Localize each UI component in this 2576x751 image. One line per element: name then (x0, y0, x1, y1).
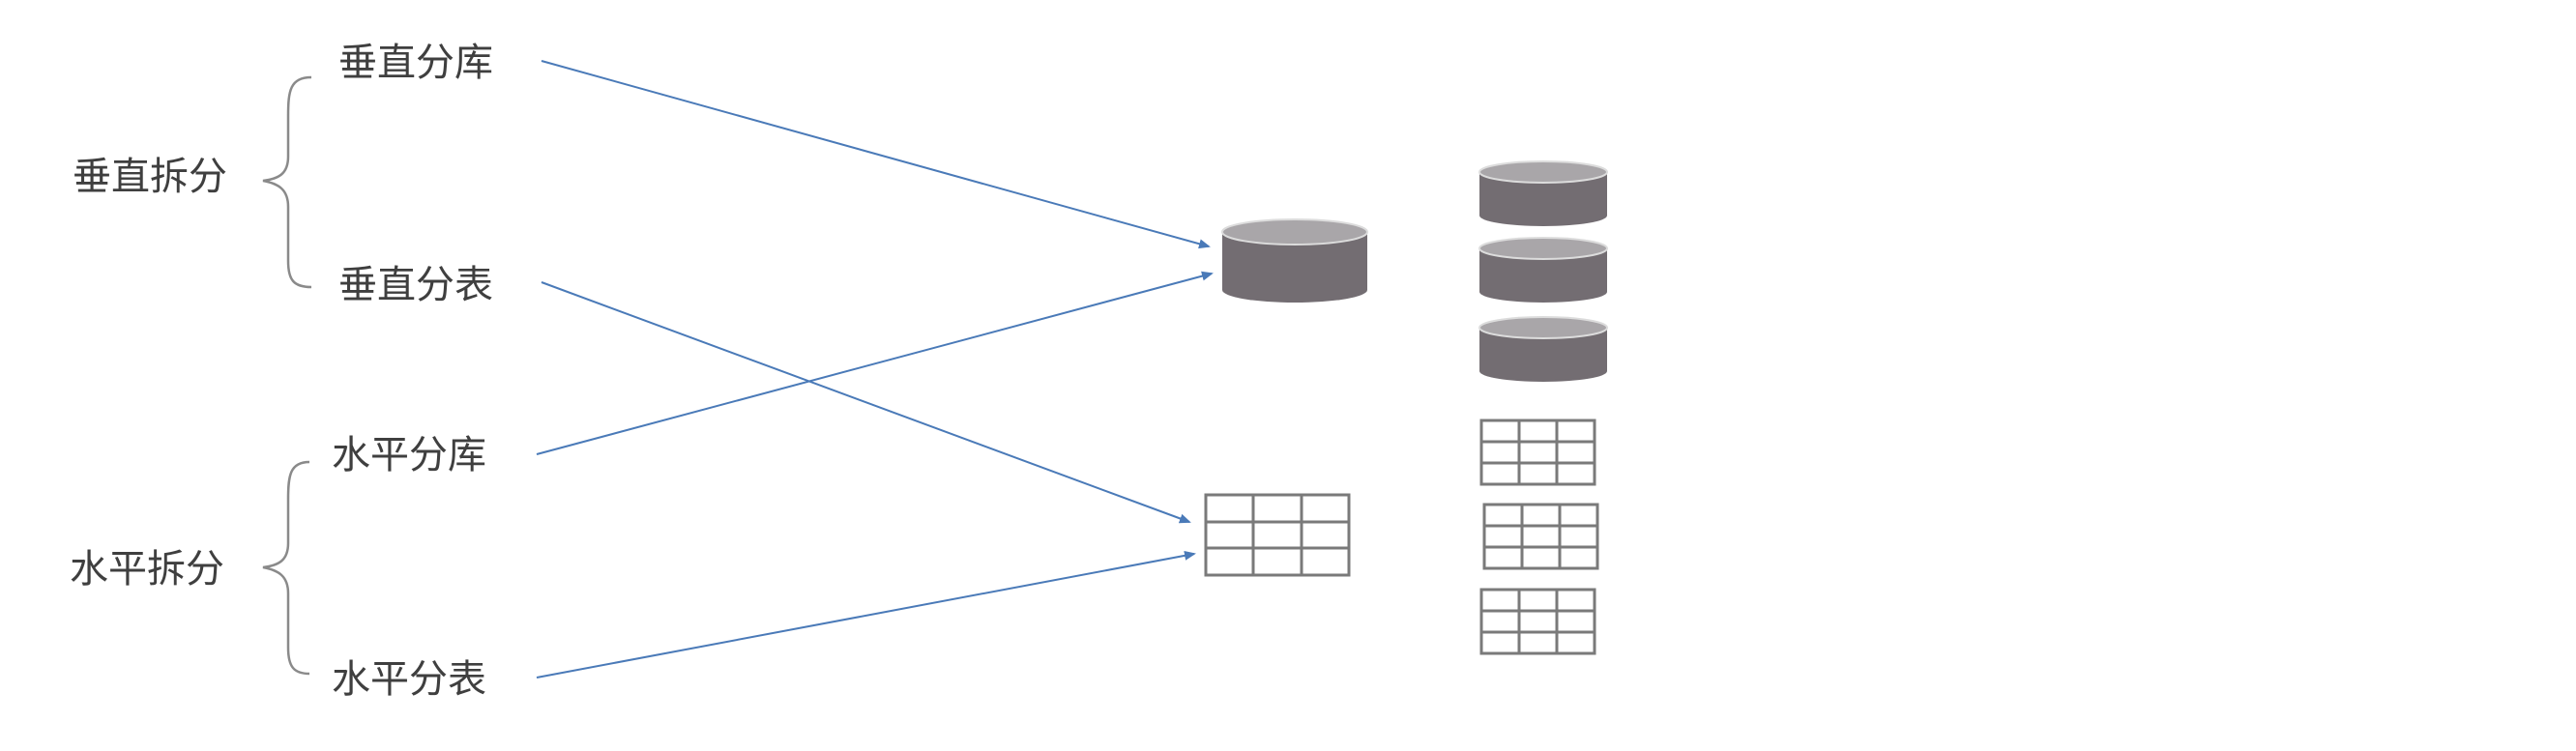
table-icon (1479, 588, 1596, 655)
vertical-db-split-label: 垂直分库 (338, 41, 493, 85)
horizontal-brace (262, 460, 310, 676)
database-icon (1478, 160, 1608, 226)
table-icon (1482, 503, 1599, 570)
arrow-vertical-db-to-database (541, 60, 1211, 249)
horizontal-split-label: 水平拆分 (70, 547, 224, 592)
horizontal-db-split-label: 水平分库 (332, 433, 486, 477)
table-icon (1204, 493, 1351, 577)
vertical-brace (262, 75, 312, 289)
database-icon (1478, 237, 1608, 303)
arrow-horizontal-db-to-database (536, 271, 1214, 455)
database-icon (1478, 316, 1608, 382)
arrow-horizontal-table-to-table (536, 550, 1196, 679)
horizontal-table-split-label: 水平分表 (332, 657, 486, 702)
vertical-split-label: 垂直拆分 (73, 155, 227, 199)
arrow-vertical-table-to-table (541, 281, 1191, 524)
database-icon (1221, 218, 1368, 303)
vertical-table-split-label: 垂直分表 (338, 263, 493, 307)
table-icon (1479, 419, 1596, 486)
